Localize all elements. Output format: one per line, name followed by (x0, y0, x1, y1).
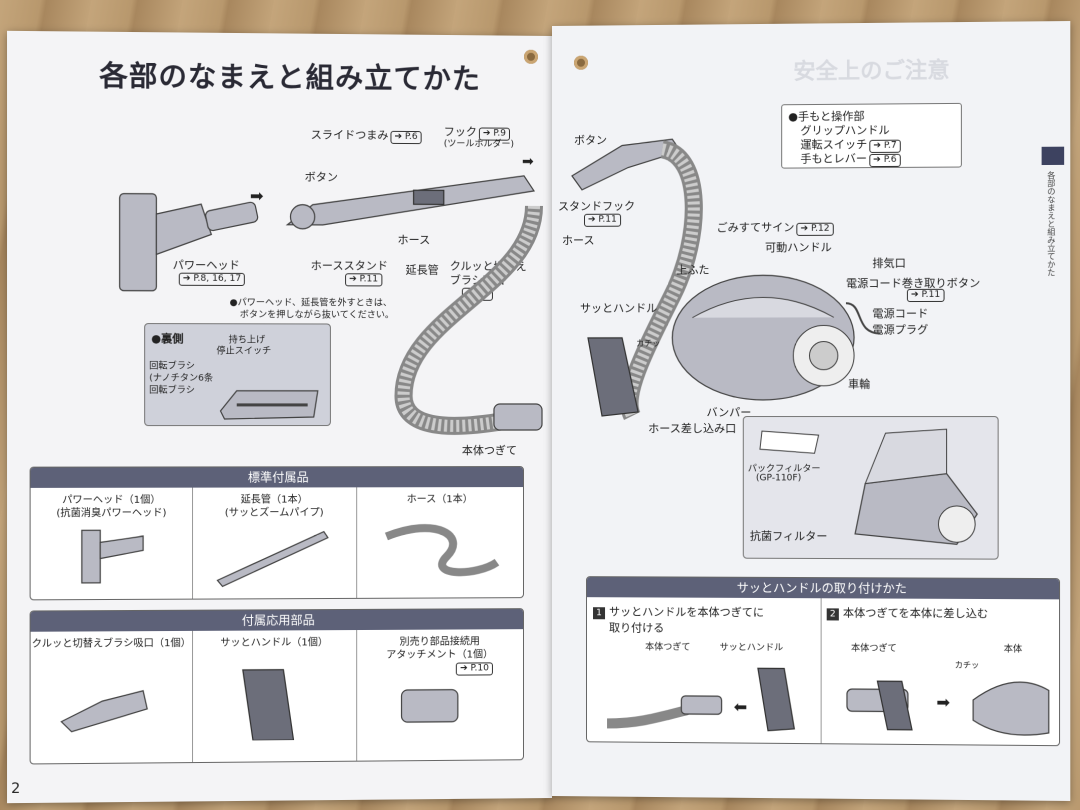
pack-filter-illustration (758, 427, 829, 457)
dust-sign-label: ごみすてサイン (716, 220, 795, 235)
button-label: ボタン (304, 170, 338, 184)
step2-illustration: ➡ (831, 659, 1055, 741)
extension-pipe-illustration (282, 154, 544, 236)
right-page: 安全上のご注意 各部のなまえと組み立てかた ●手もと操作部 グリップハンドル 運… (552, 21, 1071, 801)
step2-body-label: 本体 (1003, 644, 1023, 655)
step-number: 1 (593, 607, 606, 620)
tool-holder-label: (ツールホルダー) (443, 139, 515, 150)
attachment-thumbnail (356, 675, 523, 736)
hose-illustration (383, 195, 554, 456)
quick-handle-label: サッとハンドル (580, 301, 658, 315)
body-joint-label: 本体つぎて (461, 444, 517, 458)
step2-joint-label: 本体つぎて (851, 643, 897, 655)
step1-text-line2: 取り付ける (609, 621, 665, 635)
pack-filter-model: (GP-110F) (755, 473, 802, 484)
side-tab-label: 各部のなまえと組み立てかた (1046, 171, 1056, 277)
note-line2: ボタンを押しながら抜いてください。 (239, 310, 394, 321)
step1-text-line1: サッとハンドルを本体つぎてに (609, 605, 764, 620)
accessory-subname: (抗菌消臭パワーヘッド) (56, 507, 167, 520)
part-subname: アタッチメント（1個） (386, 649, 494, 662)
part-name: 別売り部品接続用 (399, 636, 480, 648)
standard-accessories-panel: 標準付属品 パワーヘッド（1個） (抗菌消臭パワーヘッド) 延長管（1本） (サ… (29, 466, 524, 601)
stand-hook-ref: P.11 (584, 213, 621, 227)
left-page: 各部のなまえと組み立てかた ➡ ➡ スライドつまみP.6 フックP.9 (ツール… (7, 30, 554, 804)
step1-illustration: ⬅ (597, 653, 808, 739)
power-cord-illustration (844, 293, 885, 343)
part-cell: サッとハンドル（1個） (192, 630, 358, 763)
part-name: クルッと切替えブラシ吸口（1個） (31, 637, 191, 650)
part-name: サッとハンドル（1個） (220, 637, 329, 649)
svg-text:⬅: ⬅ (734, 697, 748, 716)
accessory-cell: 延長管（1本） (サッとズームパイプ) (192, 487, 358, 599)
filter-inset: パックフィルター (GP-110F) 抗菌フィルター (742, 416, 999, 560)
exhaust-label: 排気口 (872, 256, 906, 270)
accessory-name: パワーヘッド（1個） (62, 494, 161, 507)
power-head-ref: P.8, 16, 17 (177, 271, 246, 287)
hose-thumbnail (356, 506, 523, 577)
attach-heading: サッとハンドルの取り付けかた (587, 577, 1060, 600)
page-title: 各部のなまえと組み立てかた (99, 59, 481, 96)
hand-lever-label: 手もとレバー (800, 151, 868, 166)
faded-heading: 安全上のご注意 (793, 58, 950, 86)
quick-handle-thumbnail (192, 649, 356, 741)
arrow-icon: ➡ (249, 186, 264, 206)
open-body-illustration (845, 423, 987, 550)
movable-handle-label: 可動ハンドル (764, 240, 832, 255)
arrow-icon: ➡ (521, 153, 534, 170)
attachment-ref: P.10 (456, 662, 493, 676)
binder-hole (573, 55, 589, 70)
slide-knob-label: スライドつまみP.6 (311, 126, 422, 145)
vacuum-body-illustration (662, 257, 874, 418)
lift-stop-label-2: 停止スイッチ (216, 346, 272, 357)
accessory-name: 延長管（1本） (240, 494, 308, 506)
button-label: ボタン (573, 133, 608, 147)
binder-hole (523, 49, 539, 64)
quick-handle-illustration (582, 332, 662, 422)
accessory-name: ホース（1本） (406, 494, 473, 506)
accessory-cell: パワーヘッド（1個） (抗菌消臭パワーヘッド) (30, 487, 194, 600)
page-number: 2 (11, 780, 21, 798)
side-tab-marker (1041, 146, 1065, 166)
part-cell: クルッと切替えブラシ吸口（1個） (30, 630, 194, 764)
hand-lever-ref: P.6 (869, 153, 901, 168)
standard-accessories-heading: 標準付属品 (30, 467, 523, 488)
step1-joint-label: 本体つぎて (645, 642, 691, 653)
hose-label: ホース (561, 233, 595, 247)
applied-parts-heading: 付属応用部品 (30, 609, 523, 632)
step-number: 2 (826, 608, 839, 621)
dust-sign-ref: P.12 (796, 222, 834, 236)
brush-nozzle-thumbnail (31, 650, 192, 742)
grip-handle-illustration (562, 115, 723, 426)
power-head-thumbnail (31, 520, 192, 591)
rotating-brush-label-3: 回転ブラシ (149, 385, 195, 396)
hose-stand-ref: P.11 (345, 273, 383, 287)
cord-rewind-ref: P.11 (906, 288, 945, 303)
underside-illustration (216, 361, 321, 422)
underside-inset: ●裏側 持ち上げ 停止スイッチ 回転ブラシ (ナノチタン6条 回転ブラシ (144, 323, 331, 427)
antibacterial-filter-label: 抗菌フィルター (749, 529, 828, 543)
applied-parts-panel: 付属応用部品 クルッと切替えブラシ吸口（1個） サッとハンドル（1個） 別売り部… (29, 608, 524, 765)
wheel-label: 車輪 (847, 377, 871, 391)
part-cell: 別売り部品接続用 アタッチメント（1個） P.10 (356, 629, 523, 761)
power-head-illustration (109, 183, 272, 295)
hose-inlet-label: ホース差し込み口 (648, 422, 737, 436)
hand-operation-box: ●手もと操作部 グリップハンドル 運転スイッチP.7 手もとレバーP.6 (781, 102, 962, 169)
step1-handle-label: サッとハンドル (719, 642, 784, 654)
accessory-cell: ホース（1本） (356, 487, 523, 598)
accessory-subname: (サッとズームパイプ) (224, 507, 324, 519)
svg-text:➡: ➡ (936, 693, 950, 712)
step2-text: 本体つぎてを本体に差し込む (842, 606, 989, 621)
extension-pipe-thumbnail (192, 519, 356, 590)
underside-heading: ●裏側 (151, 332, 184, 346)
